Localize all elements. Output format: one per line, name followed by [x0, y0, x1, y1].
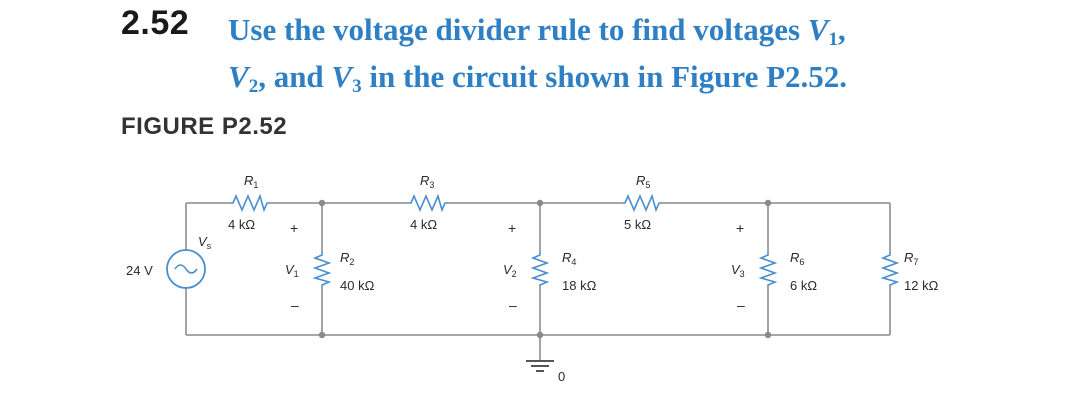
voltage-name: V2	[503, 262, 517, 279]
problem-number: 2.52	[121, 4, 190, 42]
node-dot	[318, 331, 326, 339]
v1-symbol: V	[807, 12, 829, 47]
minus-sign: –	[737, 297, 745, 313]
resistor-value: 6 kΩ	[790, 278, 817, 293]
plus-sign: +	[736, 220, 744, 236]
voltage-label-v1: + V1 –	[285, 220, 299, 313]
resistor-r5: R5 5 kΩ	[622, 173, 662, 232]
node-dot	[764, 199, 772, 207]
resistor-r6: R6 6 kΩ	[758, 250, 817, 293]
v2-symbol: V	[228, 59, 249, 94]
node-dot	[764, 331, 772, 339]
v3-subscript: 3	[352, 76, 362, 97]
plus-sign: +	[290, 220, 298, 236]
resistor-name: R7	[904, 250, 918, 267]
resistor-value: 4 kΩ	[410, 217, 437, 232]
comma: ,	[837, 12, 846, 47]
ground-symbol: 0	[526, 360, 565, 384]
voltage-source: 24 V Vs	[126, 234, 212, 289]
plus-sign: +	[508, 220, 516, 236]
v1-subscript: 1	[828, 29, 838, 50]
junction-nodes	[318, 199, 772, 339]
v3-symbol: V	[331, 59, 353, 94]
voltage-label-v2: + V2 –	[503, 220, 517, 313]
minus-sign: –	[291, 297, 299, 313]
resistor-name: R4	[562, 250, 576, 267]
node-dot	[536, 331, 544, 339]
resistor-name: R2	[340, 250, 354, 267]
resistor-r7: R7 12 kΩ	[880, 250, 939, 293]
resistor-r3: R3 4 kΩ	[408, 173, 448, 232]
resistor-value: 40 kΩ	[340, 278, 375, 293]
resistor-name: R3	[420, 173, 434, 190]
node-dot	[536, 199, 544, 207]
resistor-name: R5	[636, 173, 650, 190]
voltage-label-v3: + V3 –	[731, 220, 745, 313]
resistor-name: R6	[790, 250, 804, 267]
voltage-name: V3	[731, 262, 745, 279]
v2-subscript: 2	[248, 76, 259, 97]
resistor-value: 4 kΩ	[228, 217, 255, 232]
and-text: , and	[258, 59, 332, 94]
source-name: Vs	[198, 234, 212, 251]
resistor-value: 18 kΩ	[562, 278, 597, 293]
resistor-r4: R4 18 kΩ	[530, 250, 597, 293]
problem-statement: Use the voltage divider rule to find vol…	[228, 6, 988, 100]
resistor-value: 12 kΩ	[904, 278, 939, 293]
resistor-r1: R1 4 kΩ	[228, 173, 270, 232]
resistor-r2: R2 40 kΩ	[312, 250, 375, 293]
node-dot	[318, 199, 326, 207]
problem-text-line2: in the circuit shown in Figure P2.52.	[361, 59, 848, 94]
resistor-value: 5 kΩ	[624, 217, 651, 232]
ground-label: 0	[558, 369, 565, 384]
resistor-name: R1	[244, 173, 258, 190]
circuit-wires	[185, 202, 891, 360]
problem-text-line1: Use the voltage divider rule to find vol…	[228, 12, 808, 47]
minus-sign: –	[509, 297, 517, 313]
source-value: 24 V	[126, 263, 153, 278]
figure-label: FIGURE P2.52	[121, 113, 288, 140]
voltage-name: V1	[285, 262, 299, 279]
